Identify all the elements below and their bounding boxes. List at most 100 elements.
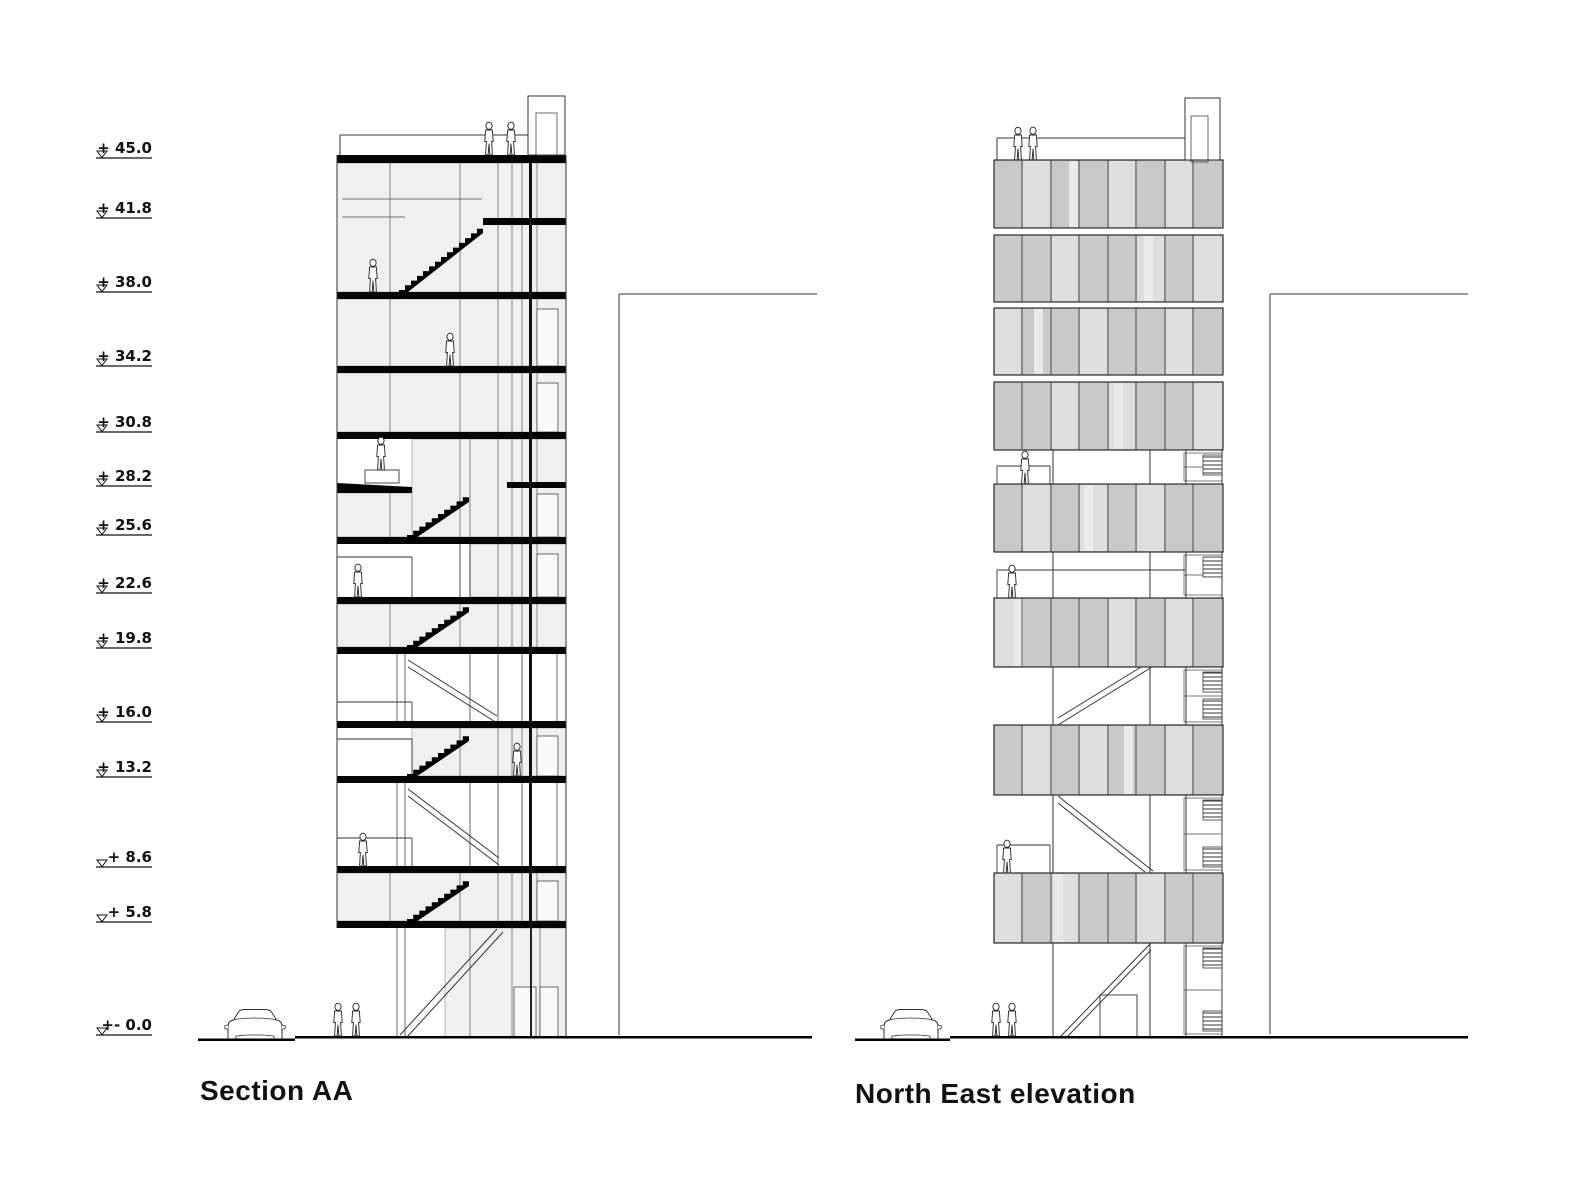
stair-run (407, 492, 470, 544)
facade-panel-light (995, 874, 1021, 942)
stair-run (407, 731, 470, 783)
level-triangle-icon (95, 284, 109, 293)
level-triangle-icon (95, 478, 109, 487)
car-icon (880, 1009, 942, 1039)
ground-line (198, 1038, 295, 1041)
level-label: + 45.0 (97, 139, 152, 157)
section-caption: Section AA (200, 1075, 353, 1106)
facade-panel-strip (1084, 485, 1093, 551)
facade-panel-strip (1144, 236, 1153, 301)
section-doors (513, 308, 559, 1038)
facade-panel-light (1052, 383, 1078, 449)
facade-panel-light (1166, 161, 1192, 227)
person-icon (351, 1002, 361, 1037)
level-label: + 5.8 (108, 903, 152, 921)
section-edges (336, 155, 567, 1037)
level-label: + 30.8 (97, 413, 152, 431)
facade-panel-strip (1034, 309, 1043, 374)
core-wall (529, 163, 532, 928)
level-triangle-icon (95, 769, 109, 778)
elevation-bulkhead-door (1190, 115, 1209, 163)
person-icon (358, 832, 368, 867)
person-icon (1028, 126, 1038, 161)
person-icon (991, 1002, 1001, 1037)
louver-grille-icon (1202, 1010, 1223, 1032)
louver-grille-icon (1202, 454, 1223, 476)
level-triangle-icon (95, 150, 109, 159)
stair-run (407, 876, 470, 928)
louver-grille-icon (1202, 799, 1223, 821)
level-triangle-icon (95, 210, 109, 219)
stair-stringers (399, 659, 504, 1038)
level-label: +- 0.0 (101, 1016, 152, 1034)
level-triangle-icon (95, 358, 109, 367)
person-icon (333, 1002, 343, 1037)
facade-panel-light (995, 309, 1021, 374)
level-label: + 13.2 (97, 758, 152, 776)
facade-panel-light (1109, 161, 1135, 227)
louver-grille-icon (1202, 846, 1223, 868)
facade-panel-light (1080, 309, 1107, 374)
facade-panel-light (1023, 726, 1050, 794)
level-triangle-icon (95, 527, 109, 536)
level-label: + 41.8 (97, 199, 152, 217)
facade-band (993, 234, 1224, 303)
level-triangle-icon (95, 640, 109, 649)
person-icon (1013, 126, 1023, 161)
facade-panel-light (1023, 485, 1050, 551)
person-icon (484, 121, 494, 156)
level-label: + 22.6 (97, 574, 152, 592)
elevation-stair-braces (1057, 666, 1154, 1038)
ground-line (295, 1036, 812, 1039)
louver-grille-icon (1202, 671, 1223, 693)
elevation-bulkhead (1184, 97, 1221, 161)
level-label: + 28.2 (97, 467, 152, 485)
person-icon (353, 563, 363, 598)
facade-panel-light (1023, 161, 1050, 227)
person-icon (1002, 839, 1012, 874)
facade-panel-light (1166, 309, 1192, 374)
entrance-door (1099, 994, 1138, 1038)
louver-grille-icon (1202, 698, 1223, 720)
facade-panel-light (1052, 236, 1078, 301)
level-markers: + 45.0+ 41.8+ 38.0+ 34.2+ 30.8+ 28.2+ 25… (95, 139, 152, 1036)
facade-panel-light (1109, 599, 1135, 666)
cars (224, 1009, 942, 1039)
stair-run (399, 223, 483, 299)
level-label: + 34.2 (97, 347, 152, 365)
neighbor-building-outline (618, 293, 817, 1035)
elevation-parapet (996, 137, 1185, 160)
person-icon (1020, 450, 1030, 485)
ground-line (950, 1036, 1468, 1039)
facade-panel-strip (1054, 874, 1063, 942)
roof-bulkhead (527, 95, 566, 156)
facade-panel-strip (1014, 599, 1023, 666)
facade-band (993, 381, 1224, 451)
roof-parapet (339, 134, 528, 155)
facade-gap-details (1052, 450, 1223, 1037)
facade-panel-light (1137, 485, 1164, 551)
level-triangle-icon (95, 914, 109, 923)
duplex-lines (342, 198, 482, 218)
person-icon (376, 436, 386, 471)
level-label: + 19.8 (97, 629, 152, 647)
facade-panel-light (1137, 874, 1164, 942)
louver-grille-icon (1202, 947, 1223, 969)
facade-band (993, 872, 1224, 944)
level-triangle-icon (95, 1027, 109, 1036)
facade-panel-strip (1114, 383, 1123, 449)
neighbor-building-outline (1269, 293, 1468, 1034)
facade-panel-light (1080, 726, 1107, 794)
level-triangle-icon (95, 424, 109, 433)
person-icon (1007, 564, 1017, 599)
bench (364, 469, 400, 484)
section-stairs (399, 223, 483, 928)
facade-panel-light (1194, 236, 1222, 301)
section-slabs (337, 155, 566, 928)
roof-bulkhead-door (535, 112, 558, 156)
terrace-railings (337, 544, 471, 866)
facade-bands (993, 159, 1224, 944)
level-label: + 38.0 (97, 273, 152, 291)
facade-panel-strip (1124, 726, 1133, 794)
